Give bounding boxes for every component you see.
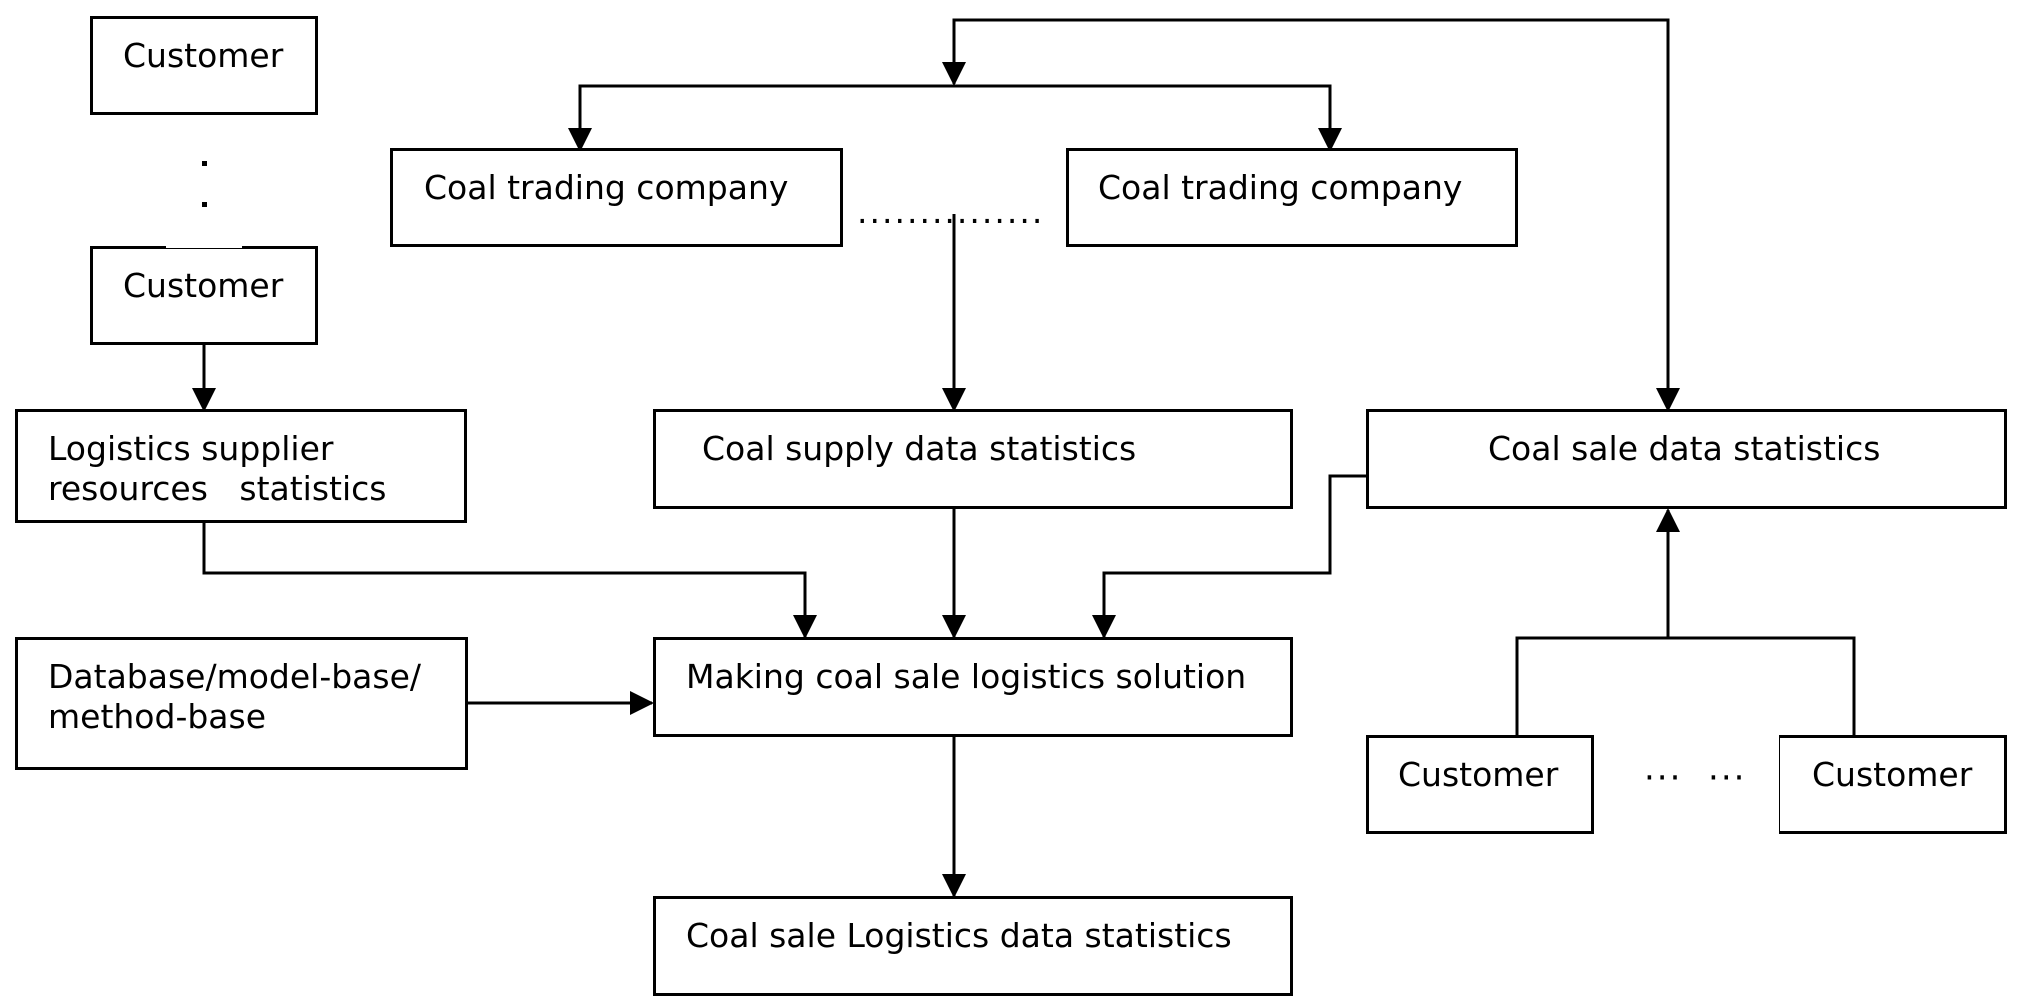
- database-label-line1: Database/model-base/: [48, 657, 422, 696]
- logistics-supplier-label-line1: Logistics supplier: [48, 429, 334, 468]
- arrow-logistics-to-solution: [202, 508, 817, 639]
- coal-trading-company-right-label: Coal trading company: [1098, 168, 1463, 207]
- coal-sale-label: Coal sale data statistics: [1488, 429, 1881, 468]
- ellipsis-between-bottom-customers: ··· ···: [1644, 758, 1747, 798]
- vertical-ellipsis-dot-2: [202, 202, 207, 207]
- logistics-data-label: Coal sale Logistics data statistics: [686, 916, 1232, 955]
- making-solution-box: [653, 637, 1293, 737]
- coal-trading-company-left-box: [390, 148, 843, 247]
- arrow-split-to-right-company: [954, 84, 1342, 152]
- ellipsis-between-companies: ...............: [857, 192, 1045, 231]
- customer-bottom-right-label: Customer: [1812, 755, 1973, 794]
- coal-sale-box: [1366, 409, 2007, 509]
- customer-bottom-right-box: [1779, 735, 2007, 834]
- customer-bottom-left-box: [1366, 735, 1594, 834]
- coal-trading-company-right-box: [1066, 148, 1518, 247]
- vertical-ellipsis-dot-1: [202, 161, 207, 166]
- customer-top-box: [90, 16, 318, 115]
- customer-mid-gap: [166, 242, 242, 248]
- customer-mid-label: Customer: [123, 266, 284, 305]
- customer-mid-box: [90, 246, 318, 345]
- arrow-split-to-left-company: [568, 84, 954, 152]
- database-label-line2: method-base: [48, 697, 267, 736]
- coal-supply-box: [653, 409, 1293, 509]
- customer-top-label: Customer: [123, 36, 284, 75]
- making-solution-label: Making coal sale logistics solution: [686, 657, 1247, 696]
- line-bottom-customers-join: [1515, 636, 1856, 736]
- customer-bottom-left-label: Customer: [1398, 755, 1559, 794]
- logistics-supplier-label-line2: resources statistics: [48, 469, 387, 508]
- coal-trading-company-left-label: Coal trading company: [424, 168, 789, 207]
- coal-supply-label: Coal supply data statistics: [702, 429, 1137, 468]
- logistics-supplier-box: [15, 409, 467, 523]
- arrow-sale-to-solution: [1092, 474, 1366, 639]
- logistics-data-box: [653, 896, 1293, 996]
- database-box: [15, 637, 468, 770]
